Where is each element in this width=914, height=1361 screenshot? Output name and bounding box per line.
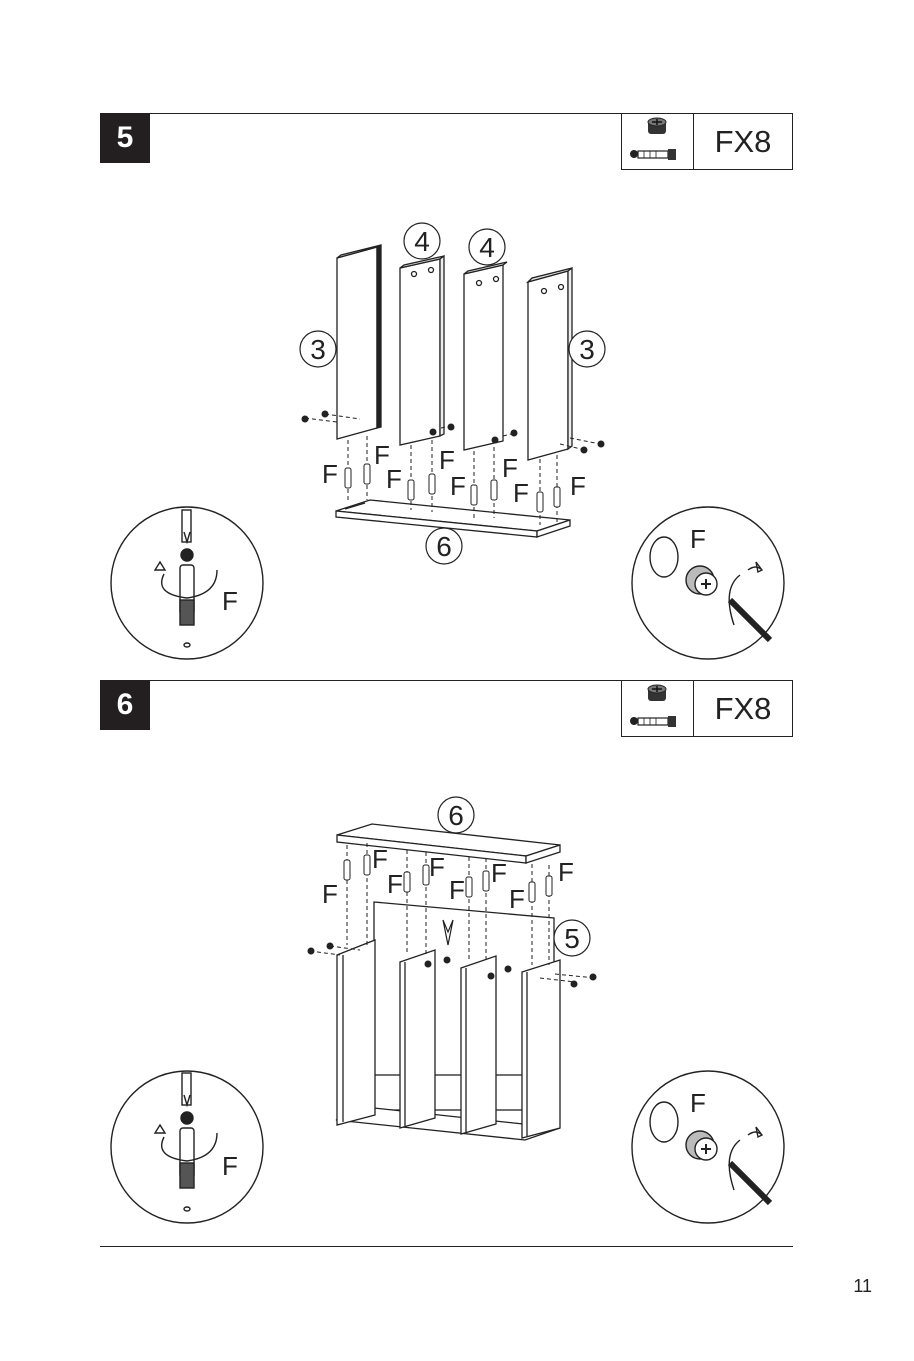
fitting-label: F	[222, 1151, 238, 1181]
part-label-6: 6	[448, 800, 464, 831]
assembly-side-left	[337, 940, 375, 1125]
part-label-6: 6	[436, 531, 452, 562]
step-6-rule	[150, 680, 621, 681]
fitting-label: F	[558, 857, 574, 887]
fitting-label: F	[372, 844, 388, 874]
panel-4-b	[464, 262, 507, 450]
fitting-label: F	[387, 869, 403, 899]
fitting-label: F	[322, 459, 338, 489]
step-6-illustration: 6 5 F F F F F F F F F	[0, 790, 914, 1240]
step-6-header: 6 FX8	[100, 680, 793, 737]
page-number: 11	[853, 1276, 872, 1297]
panel-4-a	[400, 256, 444, 445]
step-6-number: 6	[100, 680, 150, 730]
fitting-label: F	[429, 852, 445, 882]
fitting-label: F	[690, 524, 706, 554]
step-5-number: 5	[100, 113, 150, 163]
fitting-label: F	[386, 464, 402, 494]
detail-dowel-insert	[111, 507, 263, 659]
detail-dowel-insert	[111, 1071, 263, 1223]
part-label-4-b: 4	[479, 232, 495, 263]
fitting-label: F	[322, 879, 338, 909]
fitting-label: F	[449, 875, 465, 905]
part-label-3-right: 3	[579, 334, 595, 365]
part-label-3-left: 3	[310, 334, 326, 365]
detail-cam-lock-turn	[632, 507, 784, 659]
part-label-4-a: 4	[414, 226, 430, 257]
fitting-label: F	[513, 478, 529, 508]
detail-cam-lock-turn	[632, 1071, 784, 1223]
step-5-diagram: 3 4 4 3 6 F F F F F F F F F	[0, 220, 914, 670]
fitting-label: F	[450, 471, 466, 501]
fitting-label: F	[509, 884, 525, 914]
step-5-hardware-label: FX8	[694, 114, 792, 169]
fitting-label: F	[690, 1088, 706, 1118]
fitting-label: F	[222, 586, 238, 616]
part-label-5: 5	[564, 923, 580, 954]
cam-lock-and-dowel-icon	[622, 114, 694, 169]
panel-3-left	[337, 245, 381, 439]
cam-lock-and-dowel-icon	[622, 681, 694, 736]
fitting-label: F	[491, 858, 507, 888]
fitting-label: F	[570, 471, 586, 501]
step-5-hardware-box: FX8	[621, 113, 793, 170]
step-5-rule	[150, 113, 621, 114]
step-6-hardware-box: FX8	[621, 680, 793, 737]
step-6-diagram: 6 5 F F F F F F F F F	[0, 790, 914, 1240]
panel-3-right	[528, 268, 572, 460]
step-6-hardware-label: FX8	[694, 681, 792, 736]
step-5-illustration: 3 4 4 3 6 F F F F F F F F F	[0, 220, 914, 670]
step-5-header: 5 FX8	[100, 113, 793, 170]
footer-rule	[100, 1246, 793, 1247]
